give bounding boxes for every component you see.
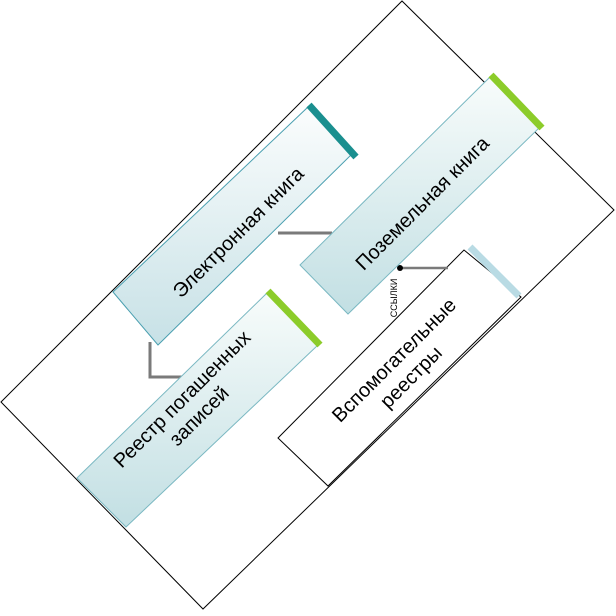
auxiliary-registries-box	[277, 249, 522, 487]
connector-dot	[397, 265, 403, 271]
electronic-book-accent-bar	[306, 102, 359, 160]
auxiliary-accent-bar	[467, 244, 522, 299]
land-book-accent-bar	[488, 72, 545, 131]
redeemed-registry-accent-bar	[265, 288, 323, 348]
links-label: ССЫЛКИ	[389, 279, 399, 318]
connector-electronic-to-redeemed	[148, 342, 183, 379]
